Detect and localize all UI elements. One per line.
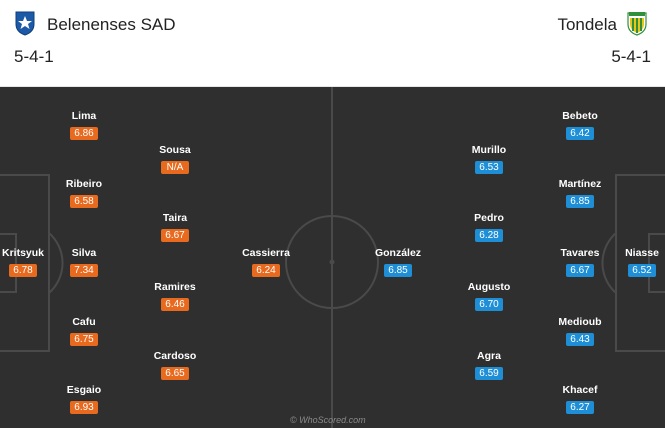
player-name: Cassierra <box>242 247 290 259</box>
player-rating: 6.58 <box>70 195 98 208</box>
player-rating: 6.67 <box>566 264 594 277</box>
match-header: Belenenses SAD 5-4-1 Tondela 5-4-1 <box>0 0 665 87</box>
player-name: Bebeto <box>562 110 598 122</box>
player-card[interactable]: Cassierra 6.24 <box>226 247 306 278</box>
player-name: Medioub <box>558 316 602 328</box>
player-name: Lima <box>71 110 97 122</box>
player-name: Cafu <box>72 316 96 328</box>
player-card[interactable]: Martínez 6.85 <box>540 178 620 209</box>
home-formation: 5-4-1 <box>14 47 54 66</box>
player-rating: 6.70 <box>475 298 503 311</box>
player-card[interactable]: Pedro 6.28 <box>449 212 529 243</box>
player-card[interactable]: Augusto 6.70 <box>449 281 529 312</box>
player-rating: 6.53 <box>475 161 503 174</box>
home-team-name[interactable]: Belenenses SAD <box>47 15 176 34</box>
player-card[interactable]: Tavares 6.67 <box>540 247 620 278</box>
away-team-name[interactable]: Tondela <box>557 15 617 34</box>
player-card[interactable]: Lima 6.86 <box>44 110 124 141</box>
player-card[interactable]: Cardoso 6.65 <box>135 350 215 381</box>
player-name: Esgaio <box>66 384 102 396</box>
player-card[interactable]: Niasse 6.52 <box>602 247 665 278</box>
player-name: Ramires <box>154 281 196 293</box>
player-card[interactable]: Medioub 6.43 <box>540 316 620 347</box>
player-name: Pedro <box>474 212 504 224</box>
player-card[interactable]: Ramires 6.46 <box>135 281 215 312</box>
player-rating: 6.67 <box>161 229 189 242</box>
player-name: González <box>374 247 422 259</box>
player-rating: 6.42 <box>566 127 594 140</box>
player-card[interactable]: Silva 7.34 <box>44 247 124 278</box>
player-name: Silva <box>71 247 97 259</box>
player-name: Khacef <box>562 384 598 396</box>
player-card[interactable]: Ribeiro 6.58 <box>44 178 124 209</box>
player-name: Cardoso <box>153 350 197 362</box>
player-card[interactable]: Esgaio 6.93 <box>44 384 124 415</box>
player-name: Martínez <box>558 178 602 190</box>
away-formation: 5-4-1 <box>611 47 651 66</box>
belenenses-crest-icon <box>15 11 35 36</box>
player-rating: 6.43 <box>566 333 594 346</box>
pitch-markings <box>0 87 665 428</box>
player-card[interactable]: Sousa N/A <box>135 144 215 175</box>
player-rating: 6.28 <box>475 229 503 242</box>
player-name: Agra <box>477 350 501 362</box>
player-rating: 6.85 <box>566 195 594 208</box>
player-card[interactable]: Khacef 6.27 <box>540 384 620 415</box>
player-name: Tavares <box>560 247 600 259</box>
player-card[interactable]: González 6.85 <box>358 247 438 278</box>
tondela-crest-icon <box>627 12 647 36</box>
player-rating: N/A <box>161 161 189 174</box>
player-rating: 6.93 <box>70 401 98 414</box>
player-rating: 6.86 <box>70 127 98 140</box>
player-card[interactable]: Murillo 6.53 <box>449 144 529 175</box>
player-name: Sousa <box>159 144 191 156</box>
player-rating: 7.34 <box>70 264 98 277</box>
player-rating: 6.46 <box>161 298 189 311</box>
player-rating: 6.24 <box>252 264 280 277</box>
player-name: Ribeiro <box>65 178 103 190</box>
player-card[interactable]: Kritsyuk 6.78 <box>0 247 63 278</box>
player-rating: 6.78 <box>9 264 37 277</box>
player-rating: 6.59 <box>475 367 503 380</box>
pitch: Lima 6.86 Sousa N/A Ribeiro 6.58 Taira 6… <box>0 87 665 428</box>
player-name: Augusto <box>467 281 511 293</box>
player-rating: 6.27 <box>566 401 594 414</box>
player-rating: 6.65 <box>161 367 189 380</box>
player-name: Taira <box>162 212 188 224</box>
player-card[interactable]: Cafu 6.75 <box>44 316 124 347</box>
player-rating: 6.52 <box>628 264 656 277</box>
player-card[interactable]: Agra 6.59 <box>449 350 529 381</box>
player-name: Niasse <box>625 247 659 259</box>
player-name: Murillo <box>471 144 507 156</box>
player-rating: 6.85 <box>384 264 412 277</box>
watermark: © WhoScored.com <box>290 415 366 425</box>
player-card[interactable]: Taira 6.67 <box>135 212 215 243</box>
player-name: Kritsyuk <box>1 247 44 259</box>
player-rating: 6.75 <box>70 333 98 346</box>
player-card[interactable]: Bebeto 6.42 <box>540 110 620 141</box>
